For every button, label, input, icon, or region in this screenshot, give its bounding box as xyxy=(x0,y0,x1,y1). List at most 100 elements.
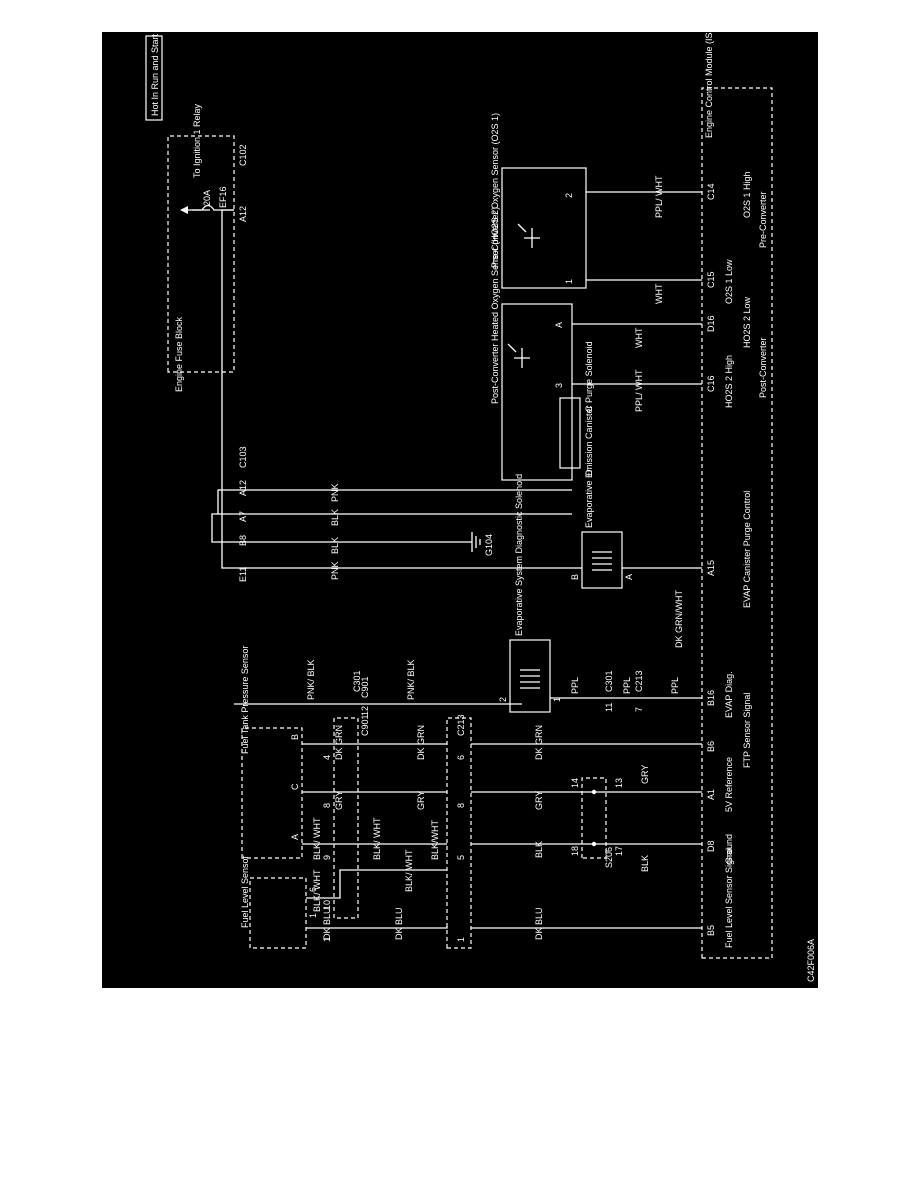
svg-text:B6: B6 xyxy=(706,741,716,752)
pre-converter-sensor xyxy=(501,167,587,289)
wire-label-pplwht-1: PPL/ WHT xyxy=(634,369,644,412)
evap-diag-solenoid-label: Evaporative System Diagnostic Solenoid xyxy=(514,474,524,636)
wire-label-blk-4: BLK xyxy=(330,509,340,526)
fuel-level-sensor-label: Fuel Level Sensor xyxy=(240,855,250,928)
conn-c213b: C213 xyxy=(634,670,644,692)
pin-s206-14: 14 xyxy=(570,778,580,788)
wire-label-dkblu-3: DK BLU xyxy=(534,907,544,940)
wire-label-blkwht-1: BLK/ WHT xyxy=(312,869,322,912)
ecm-terminal-c15: C15 O2S 1 Low xyxy=(706,259,734,304)
svg-text:D8: D8 xyxy=(706,840,716,852)
conn-c301: C301 xyxy=(604,670,614,692)
wire-label-dkgrnwht: DK GRN/WHT xyxy=(674,590,684,648)
svg-text:EVAP Diag.: EVAP Diag. xyxy=(724,671,734,718)
wire-label-gry-1: GRY xyxy=(334,791,344,810)
wire-label-ppl-2: PPL xyxy=(622,677,632,694)
conn-c301b: C301 xyxy=(352,670,362,692)
wire-label-blk-3: BLK xyxy=(330,537,340,554)
conn-c901b: C901 xyxy=(360,676,370,698)
pin-c213-8: 8 xyxy=(456,803,466,808)
diagram-frame: Hot In Run and Start Engine Fuse Block T… xyxy=(102,32,818,988)
fuel-tank-pressure-sensor xyxy=(241,727,303,859)
wire-fuse-bus xyxy=(221,209,234,569)
pin-fts-c: C xyxy=(290,783,300,790)
pre-converter-sensor-label: Pre-Converter Oxygen Sensor (O2S 1) xyxy=(490,113,500,268)
figure-code: C42F006A xyxy=(806,939,816,982)
engine-fuse-block-label: Engine Fuse Block xyxy=(174,316,184,392)
svg-text:HO2S 2 High: HO2S 2 High xyxy=(724,355,734,408)
wire-label-gry-4: GRY xyxy=(640,765,650,784)
svg-text:D16: D16 xyxy=(706,315,716,332)
pin-post-a: A xyxy=(554,322,564,328)
pin-fts-a: A xyxy=(290,834,300,840)
wire-label-blk-1: BLK xyxy=(534,841,544,858)
svg-text:FTP Sensor Signal: FTP Sensor Signal xyxy=(742,693,752,768)
wire-label-pnkblk-2: PNK/ BLK xyxy=(406,659,416,700)
pin-fts-b: B xyxy=(290,734,300,740)
wire-label-blkwht-3: BLK/ WHT xyxy=(372,817,382,860)
pin-c901-9: 9 xyxy=(322,855,332,860)
svg-text:Ground: Ground xyxy=(724,834,734,864)
splice-s206-node-2 xyxy=(591,789,597,795)
conn-c901: C901 xyxy=(360,714,370,736)
pin-pre-1: 1 xyxy=(564,279,574,284)
ground-g104-label: G104 xyxy=(484,534,494,556)
svg-text:A15: A15 xyxy=(706,560,716,576)
wire-label-dkgrn-2: DK GRN xyxy=(416,725,426,760)
wire-label-dkblu-2: DK BLU xyxy=(394,907,404,940)
wire-label-pnk-1: PNK xyxy=(330,561,340,580)
connector-c901 xyxy=(333,717,359,919)
ecm-terminal-b5: B5 Fuel Level Sensor Signal xyxy=(706,848,734,948)
pin-c213-6: 6 xyxy=(456,755,466,760)
wire-label-pplwht-2: PPL/ WHT xyxy=(654,175,664,218)
wire-label-ppl-1: PPL xyxy=(570,677,580,694)
svg-text:C16: C16 xyxy=(706,375,716,392)
conn-c102: C102 xyxy=(238,144,248,166)
svg-text:O2S 1 High: O2S 1 High xyxy=(742,171,752,218)
pin-s206-13: 13 xyxy=(614,778,624,788)
pin-diag-2: 2 xyxy=(498,697,508,702)
pin-s206-17: 17 xyxy=(614,846,624,856)
pin-c901-4: 4 xyxy=(322,755,332,760)
power-label: Hot In Run and Start xyxy=(150,33,160,116)
wire-label-blkwht-5: BLK/WHT xyxy=(430,819,440,860)
conn-c103: C103 xyxy=(238,446,248,468)
evap-purge-coil-icon xyxy=(592,551,612,571)
ground-g104-icon xyxy=(471,532,481,552)
connector-c213 xyxy=(446,717,472,949)
pin-post-d: D xyxy=(584,469,594,476)
svg-text:B5: B5 xyxy=(706,925,716,936)
ecm-group-pre: Pre-Converter xyxy=(758,191,768,248)
pin-a12: A12 xyxy=(238,206,248,222)
wire-label-dkgrn-1: DK GRN xyxy=(334,725,344,760)
svg-text:5V Reference: 5V Reference xyxy=(724,757,734,812)
pin-c901-8: 8 xyxy=(322,803,332,808)
splice-s206 xyxy=(581,777,607,859)
ecm-terminal-d16: D16 HO2S 2 Low xyxy=(706,296,752,348)
engine-fuse-block xyxy=(167,135,235,373)
ecm-terminal-d8: D8 Ground xyxy=(706,834,734,864)
wire-label-blkwht-4: BLK/ WHT xyxy=(404,849,414,892)
wire-label-dkgrn-3: DK GRN xyxy=(534,725,544,760)
evap-diag-solenoid xyxy=(509,639,551,713)
wiring-diagram: Hot In Run and Start Engine Fuse Block T… xyxy=(145,32,816,982)
wire-label-wht-2: WHT xyxy=(654,283,664,304)
wire-label-blk-2: BLK xyxy=(640,855,650,872)
wire-ground-bus xyxy=(211,513,234,543)
fuse-ef16 xyxy=(192,204,234,211)
fuse-name: EF16 xyxy=(218,186,228,208)
evap-diag-coil-icon xyxy=(520,669,540,689)
pin-diag-11: 11 xyxy=(604,703,614,712)
pin-c901-12: 12 xyxy=(360,706,370,716)
ecm-box xyxy=(701,87,773,959)
wire-label-dkblu-1: DK BLU xyxy=(322,907,332,940)
pin-e11: E11 xyxy=(238,567,248,582)
svg-text:A1: A1 xyxy=(706,789,716,800)
pin-c213-1: 1 xyxy=(456,937,466,942)
pin-pre-2: 2 xyxy=(564,193,574,198)
pin-a7: A7 xyxy=(238,511,248,522)
power-label-box xyxy=(145,35,163,121)
pin-fls-1: 1 xyxy=(308,913,318,918)
pin-fls-10: 10 xyxy=(322,900,332,910)
